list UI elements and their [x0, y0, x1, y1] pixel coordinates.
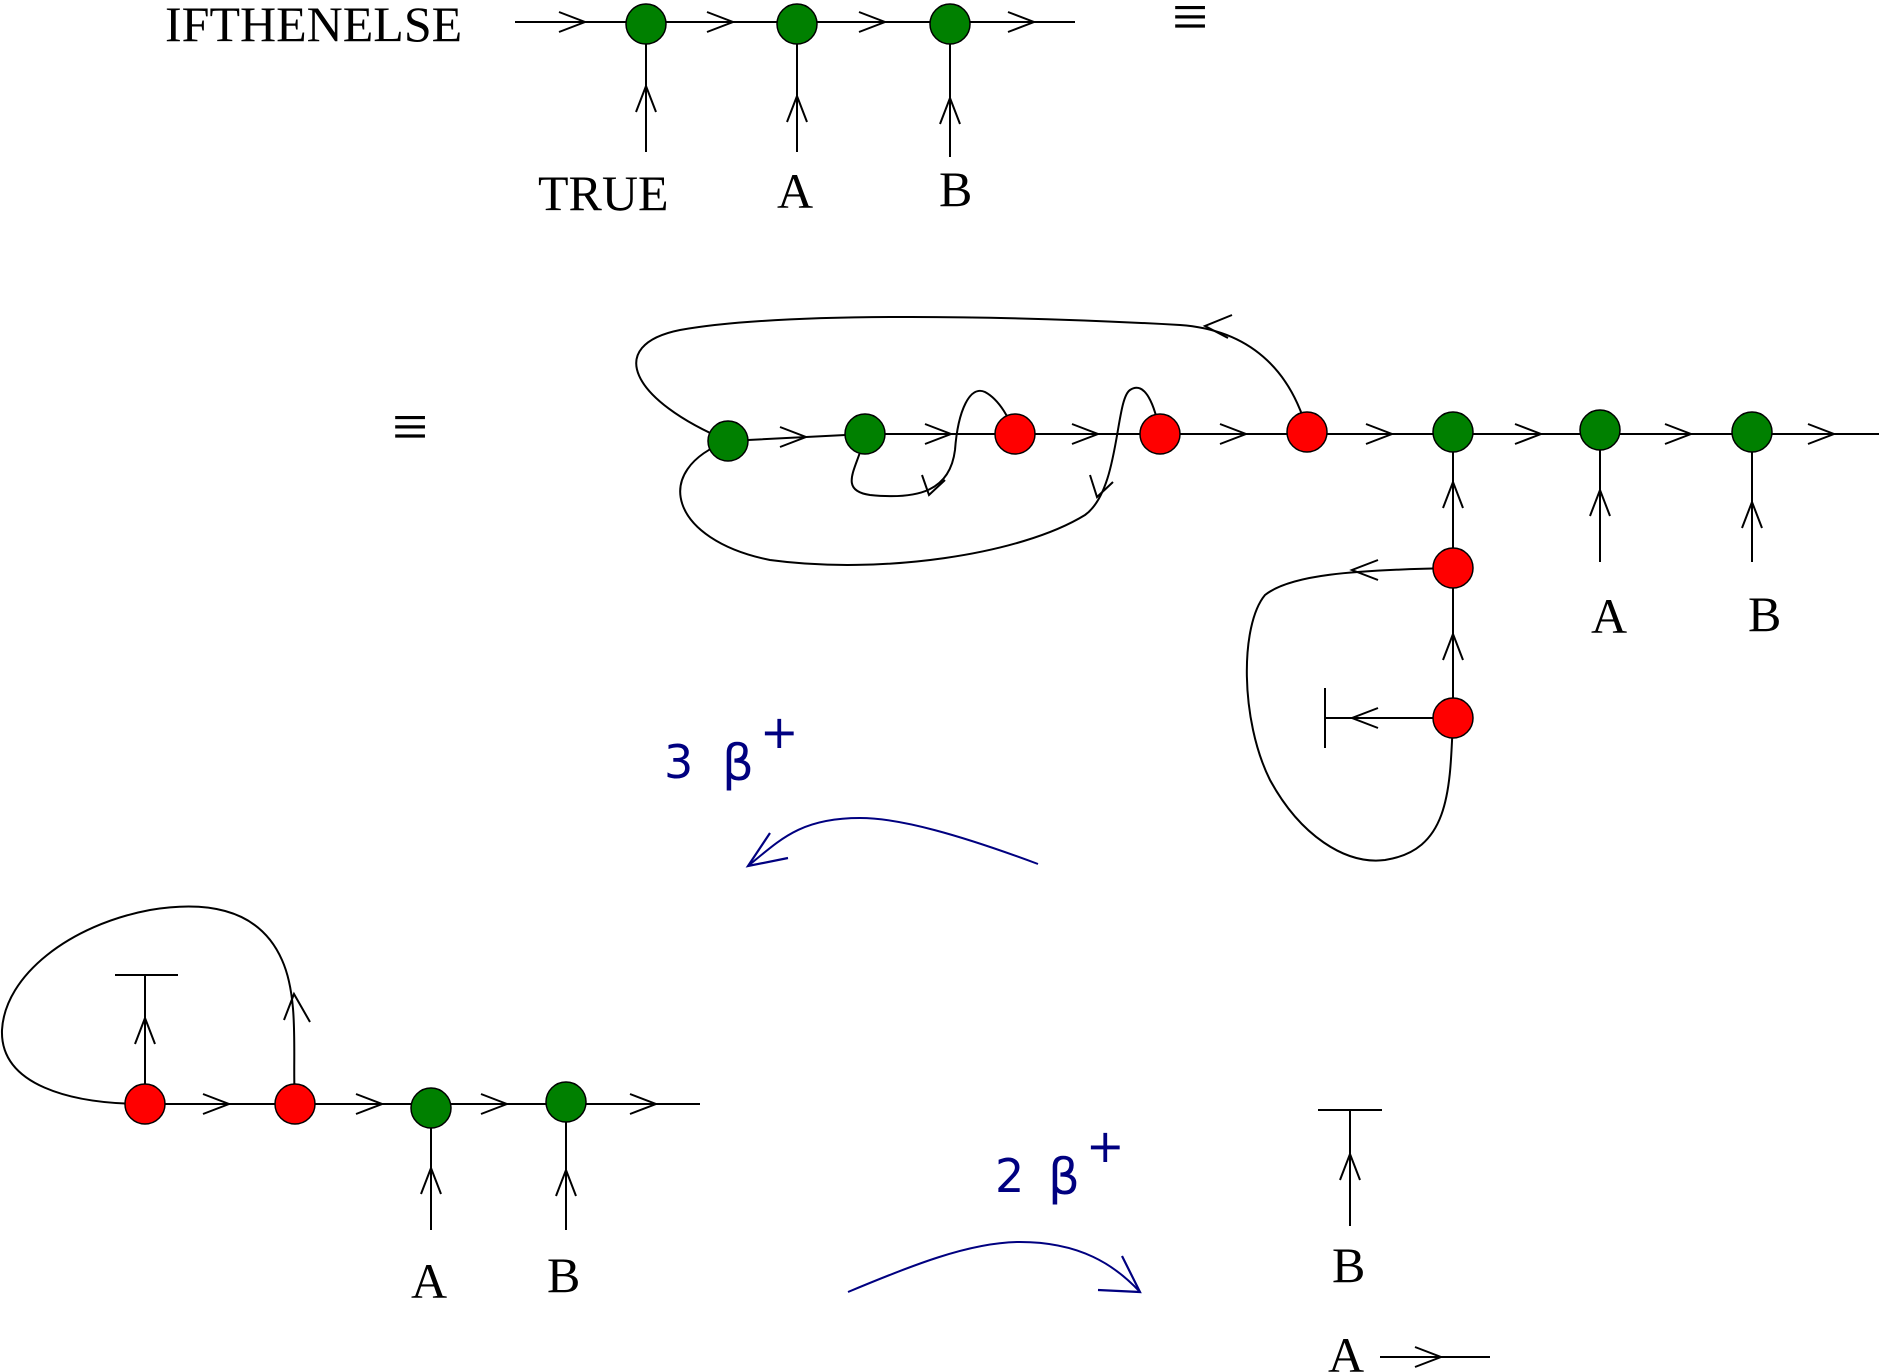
reduction-arrowhead — [1097, 1255, 1142, 1294]
green-node — [545, 1081, 587, 1123]
wire-arrowhead — [1442, 631, 1464, 661]
reduction-superscript: + — [1086, 1119, 1125, 1173]
red-node — [1139, 413, 1181, 455]
green-node — [625, 3, 667, 45]
wire-arrowhead — [1349, 559, 1379, 581]
ifthenelse-title: IFTHENELSE — [165, 0, 462, 52]
wire-arrowhead — [706, 11, 736, 33]
red-node — [124, 1083, 166, 1125]
wire-arrowhead — [924, 423, 954, 445]
wire-arrowhead — [1007, 11, 1037, 33]
wire-arrowhead — [1202, 314, 1233, 339]
wire-arrowhead — [1339, 1151, 1361, 1181]
green-node — [844, 413, 886, 455]
wire-arrowhead — [1219, 423, 1249, 445]
result: B A — [1318, 1109, 1490, 1372]
expanded-graph: ≡ — [392, 314, 1879, 862]
wire-arrowhead — [629, 1093, 659, 1115]
wire-arrowhead — [555, 1167, 577, 1197]
wire-arrowhead — [558, 11, 588, 33]
reduction-symbol: β — [1048, 1148, 1080, 1206]
red-node — [274, 1083, 316, 1125]
wire-arrowhead — [779, 426, 809, 448]
input-label-b: B — [1748, 586, 1781, 642]
equiv-symbol: ≡ — [1172, 0, 1208, 52]
green-node — [1579, 409, 1621, 451]
input-label-b: B — [547, 1247, 580, 1303]
wire-arrowhead — [202, 1093, 232, 1115]
wire-arrowhead — [635, 83, 657, 113]
intermediate-graph: A B — [0, 905, 700, 1309]
red-node — [1432, 697, 1474, 739]
reduction-superscript: + — [760, 705, 799, 759]
green-node — [776, 3, 818, 45]
reduction-symbol: β — [722, 734, 754, 792]
wire-arrowhead — [1414, 1346, 1444, 1368]
green-node — [929, 3, 971, 45]
wire-arrowhead — [1741, 499, 1763, 529]
reduction-count: 2 — [995, 1149, 1024, 1203]
wire-arrowhead — [1514, 423, 1544, 445]
wire-arrowhead — [355, 1093, 385, 1115]
input-label-a: A — [1591, 588, 1627, 644]
wire-arrowhead — [786, 93, 808, 123]
wire-arrowhead — [1442, 479, 1464, 509]
wire-arrowhead — [1807, 423, 1837, 445]
green-node — [1731, 411, 1773, 453]
result-label-a: A — [1328, 1327, 1364, 1372]
wire-arrowhead — [1365, 423, 1395, 445]
wire-arrowhead — [939, 95, 961, 125]
wire-arrowhead — [1071, 423, 1101, 445]
input-label-a: A — [411, 1253, 447, 1309]
wire-arrowhead — [1349, 707, 1379, 729]
wire-arrowhead — [858, 11, 888, 33]
equiv-symbol: ≡ — [392, 391, 428, 462]
wire-arrowhead — [1589, 487, 1611, 517]
wire-arrowhead — [921, 474, 946, 497]
reduction-count: 3 — [664, 735, 693, 789]
ifthenelse-definition: IFTHENELSE TRUE A B ≡ — [165, 0, 1208, 221]
wire-arrowhead — [1664, 423, 1694, 445]
red-node — [1432, 547, 1474, 589]
wire-arrowhead — [134, 1015, 156, 1045]
input-label-true: TRUE — [538, 165, 669, 221]
input-label-b: B — [939, 161, 972, 217]
reduction-arrow-2-beta: 2 β + — [847, 1119, 1142, 1294]
wire-arrowhead — [283, 991, 311, 1023]
green-node — [707, 420, 749, 462]
input-label-a: A — [777, 163, 813, 219]
red-node — [1286, 411, 1328, 453]
green-node — [1432, 411, 1474, 453]
green-node — [410, 1087, 452, 1129]
reduction-arrowhead — [745, 832, 789, 868]
reduction-arrow-3-beta: 3 β + — [664, 705, 1039, 868]
wire-arrowhead — [1089, 474, 1114, 499]
result-label-b: B — [1332, 1237, 1365, 1293]
red-node — [994, 413, 1036, 455]
wire-arrowhead — [420, 1165, 442, 1195]
wire-arrowhead — [480, 1093, 510, 1115]
